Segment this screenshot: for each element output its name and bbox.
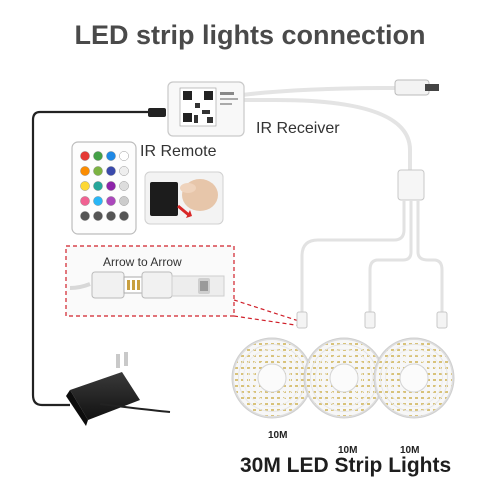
remote-button-icon [119, 181, 129, 191]
ir-remote-label: IR Remote [140, 143, 217, 160]
remote-button-icon [80, 211, 90, 221]
power-adapter-icon [66, 352, 171, 426]
remote-button-icon [93, 166, 103, 176]
remote-button-icon [119, 196, 129, 206]
strip-length-label-2: 10M [338, 445, 358, 456]
remote-button-icon [93, 196, 103, 206]
strip-plug-2 [364, 311, 376, 329]
remote-button-icon [106, 151, 116, 161]
remote-button-icon [106, 166, 116, 176]
led-reel-icon [373, 337, 455, 419]
splitter-icon [397, 169, 425, 201]
splitter-cable-2 [368, 200, 413, 318]
remote-button-icon [119, 166, 129, 176]
remote-button-icon [80, 151, 90, 161]
controller-output-cable [234, 98, 412, 170]
remote-button-icon [80, 196, 90, 206]
remote-button-icon [119, 151, 129, 161]
strip-plug-1 [296, 311, 308, 329]
arrow-to-arrow-label: Arrow to Arrow [103, 255, 182, 269]
strip-plug-3 [436, 311, 448, 329]
led-reel-icon [231, 337, 313, 419]
remote-button-icon [106, 196, 116, 206]
led-reel-icon [303, 337, 385, 419]
strip-length-label-3: 10M [400, 445, 420, 456]
dc-plug-icon [148, 108, 166, 117]
remote-button-icon [80, 166, 90, 176]
remote-button-icon [80, 181, 90, 191]
remote-button-icon [93, 181, 103, 191]
page-title: LED strip lights connection [74, 20, 426, 50]
ir-receiver-label: IR Receiver [256, 120, 340, 137]
controller-to-dc-jack [241, 86, 396, 97]
remote-button-icon [119, 211, 129, 221]
strip-lights-caption: 30M LED Strip Lights [240, 454, 452, 477]
phone-hand-icon [144, 171, 224, 225]
remote-button-icon [93, 151, 103, 161]
remote-button-icon [106, 211, 116, 221]
remote-button-icon [93, 211, 103, 221]
splitter-cable-1 [300, 200, 406, 318]
strip-length-label-1: 10M [268, 430, 288, 441]
ir-remote-icon [71, 141, 137, 235]
connector-icon [69, 271, 225, 299]
led-reel-group [231, 337, 455, 419]
dc-jack-icon [394, 79, 430, 96]
ir-receiver-icon [167, 81, 245, 137]
power-cable [31, 110, 150, 407]
remote-button-icon [106, 181, 116, 191]
splitter-cable-3 [416, 200, 444, 318]
